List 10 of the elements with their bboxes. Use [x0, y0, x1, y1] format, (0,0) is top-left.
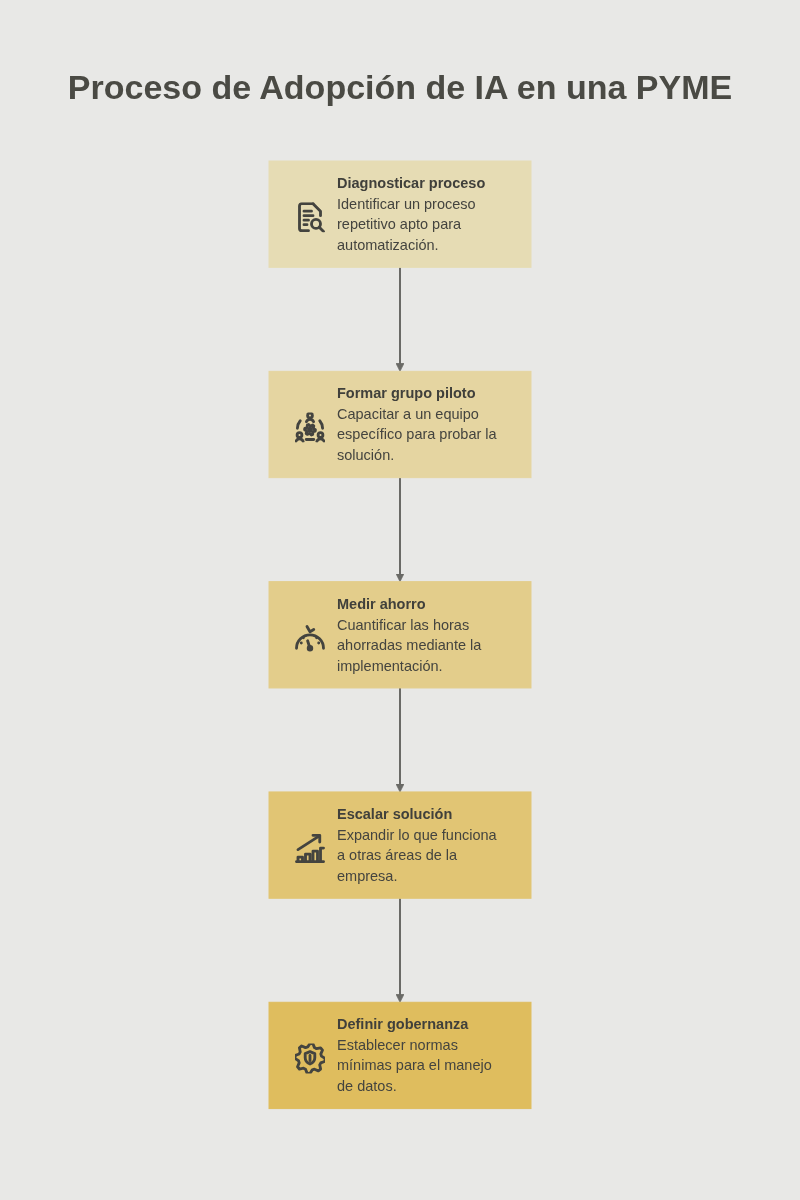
- arrow: [395, 896, 405, 1003]
- node-box: Definir gobernanza Establecer normas mínimas para el manejo de datos.: [268, 1001, 532, 1109]
- node-box: Escalar solución Expandir lo que funciona a otras áreas de la empresa.: [268, 790, 532, 899]
- arrow: [395, 476, 405, 582]
- node-box: Formar grupo piloto Capacitar a un equipo específico para probar la solución.: [268, 370, 532, 478]
- diagram-title: Proceso de Adopción de IA en una PYME: [67, 67, 733, 108]
- node-box: Diagnosticar proceso Identificar un proceso repetitivo apto para automatización.: [268, 160, 532, 268]
- arrow: [395, 265, 405, 372]
- arrow: [395, 686, 405, 792]
- node-box: Medir ahorro Cuantificar las horas ahorradas mediante la implementación.: [268, 580, 532, 688]
